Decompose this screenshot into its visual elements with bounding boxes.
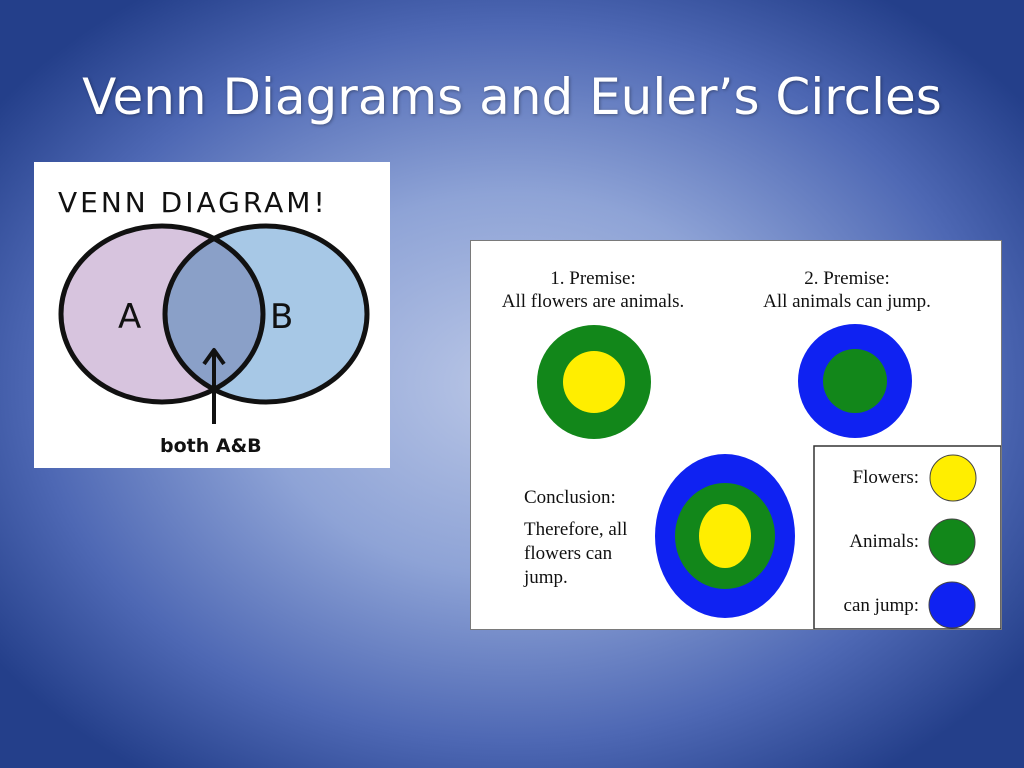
euler-diagram: 1. Premise: All flowers are animals. 2. … xyxy=(502,268,1001,629)
premise2-heading: 2. Premise: xyxy=(804,268,890,289)
set-a-label: A xyxy=(118,297,141,337)
venn-diagram-panel: VENN DIAGRAM! A B both A&B xyxy=(34,162,390,468)
legend-swatch-animals xyxy=(928,518,976,566)
legend-swatch-flowers xyxy=(929,454,977,502)
venn-heading: VENN DIAGRAM! xyxy=(58,186,328,219)
legend-label-flowers: Flowers: xyxy=(853,467,920,488)
conclusion-heading: Conclusion: xyxy=(524,487,616,508)
premise1-flowers-circle xyxy=(563,351,625,413)
legend-label-animals: Animals: xyxy=(849,531,919,552)
arrow-head-icon xyxy=(202,348,226,366)
premise2-animals-circle xyxy=(823,349,887,413)
slide-title: Venn Diagrams and Euler’s Circles xyxy=(82,68,942,126)
premise2-text: All animals can jump. xyxy=(763,291,931,312)
conclusion-line: Therefore, all xyxy=(524,519,627,540)
conclusion-line: flowers can xyxy=(524,543,613,564)
conclusion-line: jump. xyxy=(523,567,568,588)
legend-label-can-jump: can jump: xyxy=(844,595,919,616)
intersection-caption: both A&B xyxy=(160,435,262,457)
premise1-text: All flowers are animals. xyxy=(502,291,685,312)
venn-diagram: VENN DIAGRAM! A B both A&B xyxy=(58,186,370,457)
euler-circles-panel: 1. Premise: All flowers are animals. 2. … xyxy=(470,240,1002,630)
premise1-heading: 1. Premise: xyxy=(550,268,636,289)
set-b-outline xyxy=(162,223,370,405)
set-a-outline xyxy=(58,223,266,405)
conclusion-flowers-circle xyxy=(699,504,751,568)
legend-swatch-can-jump xyxy=(928,581,976,629)
set-b-label: B xyxy=(270,297,293,337)
